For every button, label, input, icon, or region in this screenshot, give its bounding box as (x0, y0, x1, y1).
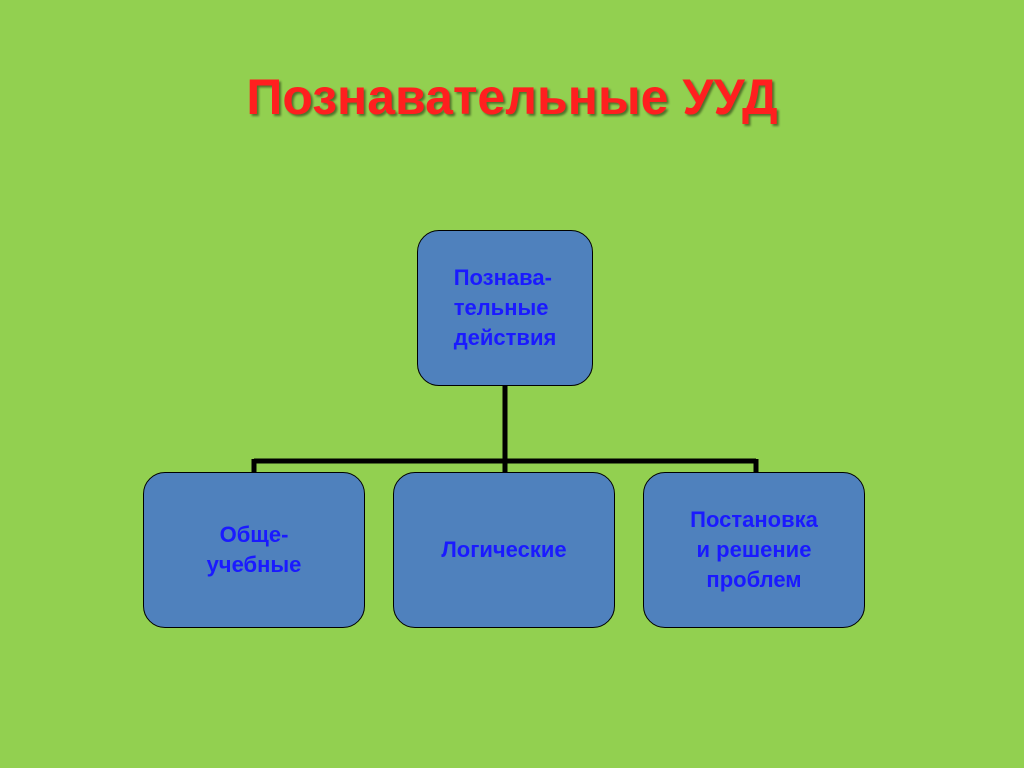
child-node-label: Обще- учебные (206, 522, 302, 577)
child-node-label: Логические (441, 537, 567, 562)
root-node: Познава- тельные действия (417, 230, 593, 386)
slide-title: Познавательные УУД (246, 69, 778, 125)
child-node-label: Постановка и решение проблем (690, 507, 818, 592)
child-node-logical: Логические (393, 472, 615, 628)
child-node-general-educational: Обще- учебные (143, 472, 365, 628)
root-node-label: Познава- тельные действия (453, 265, 557, 350)
child-node-problem-solving: Постановка и решение проблем (643, 472, 865, 628)
